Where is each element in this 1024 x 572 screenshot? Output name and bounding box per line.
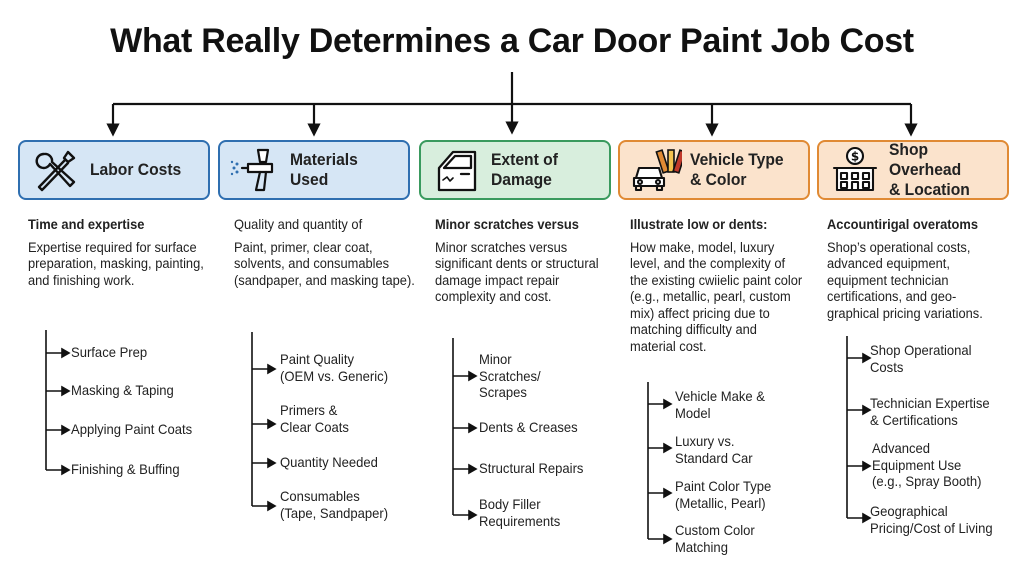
list-item: Surface Prep <box>71 345 148 360</box>
list-item: Luxury vs. Standard Car <box>675 434 753 466</box>
column-vehicle-type-color: Vehicle Type & Color Illustrate low or d… <box>618 140 810 555</box>
card-vehicle-type-color: Vehicle Type & Color <box>618 140 810 200</box>
card-label: Extent of Damage <box>491 150 558 189</box>
column-materials-used: Materials Used Quality and quantity of P… <box>218 140 415 521</box>
subtree-lines <box>846 336 872 524</box>
card-materials-used: Materials Used <box>218 140 410 200</box>
card-shop-overhead-location: $ Shop Overhead & Location <box>817 140 1009 200</box>
list-item: Finishing & Buffing <box>71 462 180 477</box>
page-title: What Really Determines a Car Door Paint … <box>110 22 914 60</box>
subtree-lines <box>45 330 71 476</box>
list-item: Minor Scratches/ Scrapes <box>479 352 541 400</box>
list-item: Geographical Pricing/Cost of Living <box>870 504 993 536</box>
column-extent-of-damage: Extent of Damage Minor scratches versus … <box>419 140 611 529</box>
card-label: Labor Costs <box>90 160 182 179</box>
car-door-icon <box>437 150 477 192</box>
card-labor-costs: Labor Costs <box>18 140 210 200</box>
description-block: Quality and quantity of Paint, primer, c… <box>234 216 424 289</box>
list-item: Primers & Clear Coats <box>280 403 349 435</box>
description-text: Shop’s operational costs, advanced equip… <box>827 239 983 321</box>
description-heading: Accountirigal overatoms <box>827 216 979 232</box>
card-extent-of-damage: Extent of Damage <box>419 140 611 200</box>
car-palette-icon <box>632 149 682 192</box>
list-item: Structural Repairs <box>479 461 584 476</box>
description-text: Expertise required for surface preparati… <box>28 239 204 288</box>
description-text: Paint, primer, clear coat, solvents, and… <box>234 239 415 288</box>
description-block: Time and expertise Expertise required fo… <box>28 216 218 289</box>
description-block: Illustrate low or dents: How make, model… <box>630 216 810 355</box>
description-heading: Time and expertise <box>28 216 145 232</box>
list-item: Shop Operational Costs <box>870 343 972 375</box>
list-item: Advanced Equipment Use (e.g., Spray Boot… <box>872 441 982 489</box>
tools-icon <box>35 150 76 192</box>
description-heading: Quality and quantity of <box>234 216 363 232</box>
list-item: Paint Quality (OEM vs. Generic) <box>280 352 389 384</box>
list-item: Dents & Creases <box>479 420 578 435</box>
list-item: Quantity Needed <box>280 455 378 470</box>
list-item: Paint Color Type (Metallic, Pearl) <box>675 479 772 511</box>
svg-text:$: $ <box>851 150 859 164</box>
spray-gun-icon <box>230 148 274 192</box>
description-block: Accountirigal overatoms Shop’s operation… <box>827 216 1013 322</box>
subtree-lines <box>251 332 277 512</box>
subtree-lines <box>452 338 478 521</box>
shop-dollar-icon: $ <box>832 146 878 192</box>
list-item: Applying Paint Coats <box>71 422 193 437</box>
list-item: Technician Expertise & Certifications <box>870 396 990 428</box>
column-labor-costs: Labor Costs Time and expertise Expertise… <box>18 140 210 477</box>
list-item: Masking & Taping <box>71 383 174 398</box>
card-label: Vehicle Type & Color <box>690 150 784 189</box>
list-item: Body Filler Requirements <box>479 497 561 529</box>
description-heading: Minor scratches versus <box>435 216 579 232</box>
card-label: Materials Used <box>290 150 358 189</box>
description-text: How make, model, luxury level, and the c… <box>630 239 803 354</box>
list-item: Consumables (Tape, Sandpaper) <box>280 489 389 521</box>
list-item: Custom Color Matching <box>675 523 755 555</box>
description-block: Minor scratches versus Minor scratches v… <box>435 216 615 306</box>
list-item: Vehicle Make & Model <box>675 389 765 421</box>
card-label: Shop Overhead & Location <box>889 140 970 199</box>
subtree-lines <box>647 382 673 545</box>
column-shop-overhead-location: $ Shop Overhead & Location Accountirigal… <box>817 140 1009 536</box>
description-heading: Illustrate low or dents: <box>630 216 768 232</box>
description-text: Minor scratches versus significant dents… <box>435 239 599 305</box>
